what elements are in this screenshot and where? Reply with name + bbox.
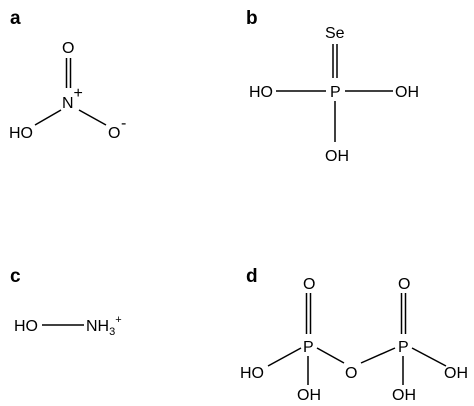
panel-a: a O N + HO O - xyxy=(9,8,126,142)
panel-c: c HO NH3+ xyxy=(10,266,122,338)
hydroxyl-bottom-right: OH xyxy=(392,387,416,404)
ammonium-nh: NH xyxy=(86,318,109,335)
atom-phosphorus-left: P xyxy=(303,339,314,356)
atom-phosphorus-right: P xyxy=(398,339,409,356)
atom-oxygen-bridge: O xyxy=(345,365,357,382)
atom-oxygen-top: O xyxy=(62,40,74,57)
hydroxyl-right: OH xyxy=(395,84,419,101)
oxygen-charge: - xyxy=(121,115,126,132)
nitrogen-charge: + xyxy=(74,85,83,102)
atom-selenium: Se xyxy=(325,25,345,42)
panel-a-label: a xyxy=(10,8,21,29)
panel-d-label: d xyxy=(246,266,258,287)
ammonium-group: NH3+ xyxy=(86,314,122,338)
atom-oxygen-minus: O xyxy=(108,125,120,142)
atom-phosphorus: P xyxy=(330,84,341,101)
ammonium-charge: + xyxy=(115,314,121,326)
hydroxyl-left: HO xyxy=(249,84,273,101)
hydroxyl-group: HO xyxy=(14,318,38,335)
hydroxyl-bottom: OH xyxy=(325,148,349,165)
bond-p-o-bridge-left xyxy=(316,347,345,364)
hydroxyl-right: OH xyxy=(444,365,468,382)
bond-p-oh-right xyxy=(411,347,447,367)
hydroxyl-bottom-left: OH xyxy=(297,387,321,404)
atom-oxygen-top-left: O xyxy=(303,276,315,293)
hydroxyl-group: HO xyxy=(9,125,33,142)
panel-b: b Se P HO OH OH xyxy=(246,8,419,165)
panel-c-label: c xyxy=(10,266,21,287)
ammonium-subscript: 3 xyxy=(109,326,115,338)
bond-n-o-minus xyxy=(78,109,107,126)
panel-d: d O O P P O HO OH OH OH xyxy=(240,266,468,404)
bond-p-ho-left xyxy=(267,347,302,367)
hydroxyl-left: HO xyxy=(240,365,264,382)
bond-p-o-bridge-right xyxy=(360,347,396,364)
bond-n-oh xyxy=(34,109,62,126)
atom-nitrogen: N xyxy=(62,95,74,112)
panel-b-label: b xyxy=(246,8,258,29)
atom-oxygen-top-right: O xyxy=(398,276,410,293)
